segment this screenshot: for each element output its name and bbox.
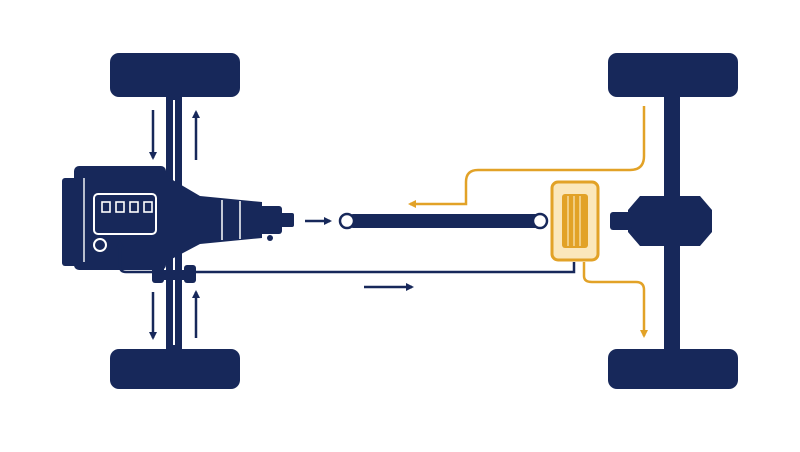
wheel-front-left — [110, 53, 240, 97]
rear-axle — [610, 97, 712, 349]
transfer-gear — [550, 180, 600, 262]
wheel-front-right — [110, 349, 240, 389]
engine — [62, 166, 166, 270]
driveshaft — [338, 212, 549, 230]
flow-engine-return — [116, 240, 166, 274]
flow-gear-to-rear — [582, 262, 648, 338]
flow-rear-to-gear — [408, 106, 646, 208]
flow-return-line — [196, 262, 576, 274]
wheel-rear-right — [608, 349, 738, 389]
wheel-rear-left — [608, 53, 738, 97]
transmission — [166, 176, 294, 262]
